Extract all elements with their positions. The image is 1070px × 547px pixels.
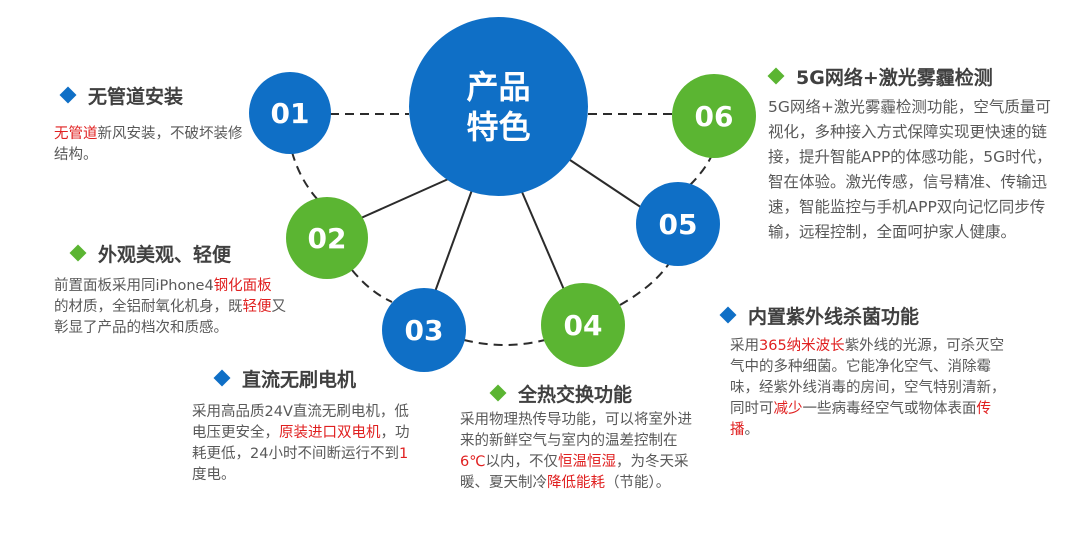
feature-03-title-row: 直流无刷电机: [213, 365, 357, 392]
highlighted-text: 1: [398, 446, 409, 462]
desc-text: 。: [744, 422, 760, 438]
node-02: 02: [286, 197, 368, 279]
highlighted-text: 无管道: [54, 126, 98, 142]
highlighted-text: 6℃: [460, 454, 486, 470]
node-06: 06: [672, 74, 756, 158]
feature-06-title: 5G网络+激光雾霾检测: [796, 67, 993, 89]
desc-text: 又彰显了产品的档次和质感。: [54, 299, 286, 336]
diamond-bullet-icon: [59, 86, 77, 104]
desc-text: 5G网络+激光雾霾检测功能，空气质量可视化，多种接入方式保障实现更快速的链接，提…: [768, 98, 1052, 241]
center-label: 产品特色: [466, 67, 531, 146]
spoke-03: [431, 189, 473, 301]
desc-text: 采用物理热传导功能，可以将室外进来的新鲜空气与室内的温差控制在: [460, 412, 692, 449]
desc-text: 以内，不仅: [485, 454, 559, 470]
diamond-bullet-icon: [489, 384, 507, 402]
node-05: 05: [636, 182, 720, 266]
desc-text: 新风安装，不破坏装修结构。: [54, 126, 243, 163]
desc-text: 紫外线的光源，可杀灭空气中的多种细菌。它能净化空气、消除霉味，经紫外线消毒的房间…: [730, 338, 1006, 417]
desc-text: 一些病毒经空气或物体表面: [802, 401, 977, 417]
highlighted-text: 轻便: [242, 299, 272, 315]
feature-05-title: 内置紫外线杀菌功能: [748, 306, 920, 328]
spoke-04: [521, 191, 566, 293]
diamond-bullet-icon: [767, 67, 785, 85]
desc-text: 采用高品质24V直流无刷电机，低电压更安全，: [192, 404, 409, 441]
diamond-bullet-icon: [719, 306, 737, 324]
desc-text: 的材质，全铝耐氧化机身，既: [54, 299, 243, 315]
node-03: 03: [382, 288, 466, 372]
feature-01-title-row: 无管道安装: [59, 82, 184, 109]
dash-03-04: [463, 339, 546, 346]
feature-03-desc: 采用高品质24V直流无刷电机，低电压更安全，原装进口双电机，功耗更低，24小时不…: [192, 402, 414, 486]
highlighted-text: 365纳米波长: [759, 338, 845, 354]
desc-text: 度电。: [192, 467, 236, 483]
highlighted-text: 恒温恒湿: [558, 454, 617, 470]
feature-04-desc: 采用物理热传导功能，可以将室外进来的新鲜空气与室内的温差控制在 6℃以内，不仅恒温…: [460, 410, 696, 494]
feature-01-desc: 无管道新风安装，不破坏装修结构。: [54, 124, 254, 166]
diamond-bullet-icon: [69, 244, 87, 262]
spoke-02: [351, 175, 456, 223]
desc-text: 前置面板采用同iPhone4: [54, 278, 214, 294]
desc-text: 采用: [730, 338, 759, 354]
dash-05-06: [689, 154, 713, 186]
desc-text: ，功耗更低，24小时不间断运行不到: [192, 425, 410, 462]
feature-02-title-row: 外观美观、轻便: [69, 240, 232, 267]
dash-01-02: [291, 151, 319, 201]
diamond-bullet-icon: [213, 369, 231, 387]
feature-02-desc: 前置面板采用同iPhone4钢化面板的材质，全铝耐氧化机身，既轻便又彰显了产品的…: [54, 276, 286, 339]
node-01: 01: [249, 72, 331, 154]
feature-06-desc: 5G网络+激光雾霾检测功能，空气质量可视化，多种接入方式保障实现更快速的链接，提…: [768, 95, 1060, 245]
feature-01-title: 无管道安装: [88, 86, 184, 108]
feature-02-title: 外观美观、轻便: [98, 244, 232, 266]
node-04: 04: [541, 283, 625, 367]
desc-text: ，为冬天采暖、夏天制冷: [460, 454, 689, 491]
spoke-05: [569, 159, 646, 211]
feature-04-title: 全热交换功能: [518, 384, 633, 406]
highlighted-text: 传播: [730, 401, 991, 438]
highlighted-text: 钢化面板: [213, 278, 272, 294]
highlighted-text: 减少: [773, 401, 803, 417]
dash-04-05: [619, 261, 671, 306]
feature-05-desc: 采用365纳米波长紫外线的光源，可杀灭空气中的多种细菌。它能净化空气、消除霉味，…: [730, 336, 1014, 441]
feature-03-title: 直流无刷电机: [242, 369, 357, 391]
feature-04-title-row: 全热交换功能: [489, 380, 633, 407]
feature-05-title-row: 内置紫外线杀菌功能: [719, 302, 920, 329]
highlighted-text: 原装进口双电机: [279, 425, 381, 441]
center-hub: 产品特色: [409, 17, 588, 196]
feature-06-title-row: 5G网络+激光雾霾检测: [767, 63, 993, 90]
dash-02-03: [351, 269, 393, 303]
highlighted-text: 降低能耗: [547, 475, 605, 491]
desc-text: （节能）。: [605, 475, 671, 491]
